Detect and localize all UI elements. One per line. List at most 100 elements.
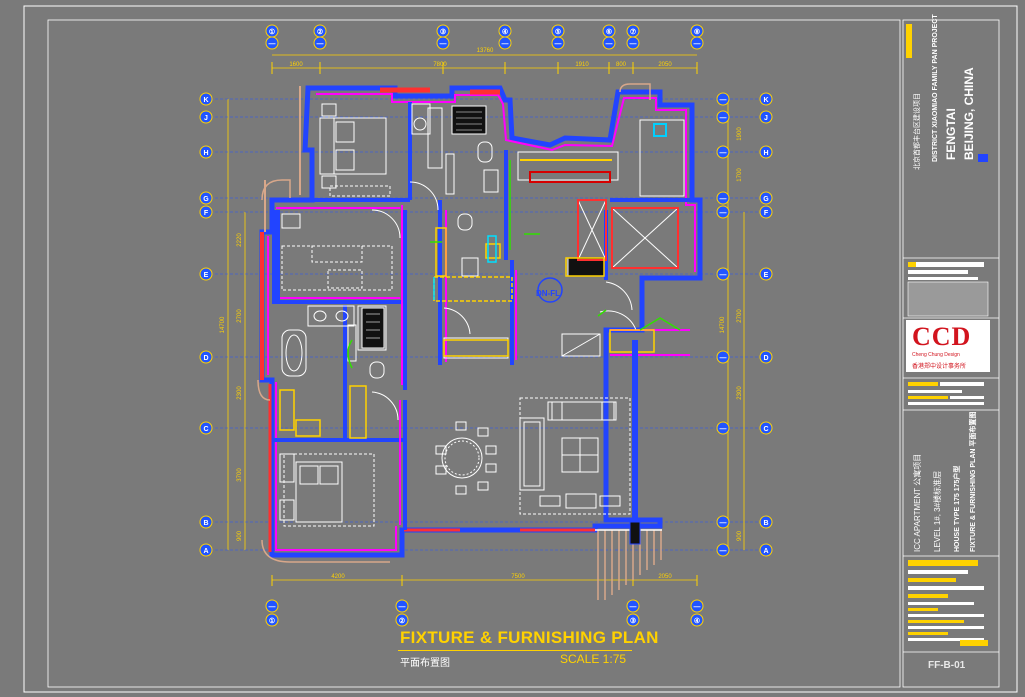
grid-bubble-right: A <box>759 543 773 557</box>
kitchen <box>517 119 685 357</box>
grid-bubble-top-lower: — <box>265 36 279 50</box>
grid-bubble-top-label: ⑤ <box>555 28 561 36</box>
dimension-right-part: 900 <box>737 530 743 541</box>
dimension-top-part: 1910 <box>575 62 589 68</box>
grid-bubble-left: G <box>199 191 213 205</box>
drawing-frame <box>47 19 901 688</box>
grid-bubble-right-inner: — <box>716 145 730 159</box>
grid-bubble-top-label: ② <box>317 28 323 36</box>
grid-bubble-top: ③ <box>436 24 450 38</box>
grid-bubble-top: ⑦ <box>626 24 640 38</box>
grid-bubble-top: ⑤ <box>551 24 565 38</box>
grid-bubbles: ①—②—③—④—⑤—⑥—⑦—⑧——①—②—③—④K—KJ—JH—HG—GF—FE… <box>199 24 773 627</box>
dimension-left-part: 3700 <box>237 468 243 482</box>
grid-bubble-top-lower: — <box>626 36 640 50</box>
dimension-left-part: 2300 <box>237 386 243 400</box>
grid-bubble-right-inner: — <box>716 92 730 106</box>
dimension-left-total: 14700 <box>220 316 226 333</box>
dimension-right-part: 1900 <box>737 127 743 141</box>
dimension-right-part: 1700 <box>737 168 743 182</box>
dimension-ticks <box>271 62 698 586</box>
left-column <box>272 210 280 300</box>
dimension-left-part: 2220 <box>237 233 243 247</box>
grid-bubble-top-label: ③ <box>440 28 446 36</box>
grid-bubble-top-lower: — <box>436 36 450 50</box>
grid-bubble-left: E <box>199 267 213 281</box>
grid-bubble-bottom: ④ <box>690 613 704 627</box>
grid-bubble-right: C <box>759 421 773 435</box>
title-block-yellow-bar <box>906 24 912 58</box>
grid-bubble-top-lower: — <box>498 36 512 50</box>
bottom-column <box>629 521 641 545</box>
plan-name-text: FIXTURE & FURNISHING PLAN 平面布置图 <box>970 411 977 552</box>
grid-bubble-right-inner: — <box>716 515 730 529</box>
house-type-text: HOUSE TYPE 175 175户型 <box>954 465 961 552</box>
sheet-border <box>23 5 1018 693</box>
title-block-stripes <box>908 382 988 646</box>
grid-bubble-right-inner-label: — <box>720 520 727 527</box>
grid-bubble-right-label: D <box>763 355 768 362</box>
project-text: DISTRICT XIAOMIAO FAMILY PAN PROJECT <box>932 14 939 162</box>
grid-bubble-right-inner: — <box>716 421 730 435</box>
grid-bubble-bottom-upper-label: — <box>694 604 701 611</box>
grid-bubble-left-label: D <box>203 355 208 362</box>
grid-bubble-bottom-upper: — <box>626 599 640 613</box>
company-name: CCD <box>912 322 972 351</box>
grid-bubble-top-label: ④ <box>502 28 508 36</box>
dimension-right-total: 14700 <box>720 316 726 333</box>
grid-bubble-right-label: G <box>763 196 769 203</box>
company-cn: 香港郑中设计事务所 <box>912 363 967 370</box>
grid-bubble-right-label: H <box>763 150 768 157</box>
dark-grids <box>366 111 482 339</box>
grid-bubble-right-label: B <box>763 520 768 527</box>
grid-bubble-right-inner-label: — <box>720 426 727 433</box>
grid-bubble-top: ① <box>265 24 279 38</box>
grid-bubble-top-lower-label: — <box>630 41 637 48</box>
grid-bubble-right-inner: — <box>716 350 730 364</box>
dimension-top-part: 800 <box>616 62 627 68</box>
grid-bubble-right-label: F <box>764 210 769 217</box>
company-subtitle: Cheng Chung Design <box>912 352 960 358</box>
location-fengtai: FENGTAI <box>944 108 958 160</box>
grid-bubble-bottom: ② <box>395 613 409 627</box>
grid-bubble-right: B <box>759 515 773 529</box>
grid-bubble-top-lower-label: — <box>269 41 276 48</box>
apartment-text: ICC APARTMENT 公寓项目 <box>913 453 922 552</box>
grid-bubble-left: H <box>199 145 213 159</box>
grid-bubble-bottom-label: ③ <box>630 617 636 625</box>
grid-bubble-left-label: K <box>203 97 208 104</box>
grid-bubble-bottom-upper: — <box>265 599 279 613</box>
grid-bubble-right-inner-label: — <box>720 210 727 217</box>
title-underline <box>398 650 632 651</box>
cyan-accents <box>433 235 563 303</box>
bath-fixtures <box>369 141 499 379</box>
grid-bubble-bottom-upper-label: — <box>399 604 406 611</box>
grid-bubble-top-label: ① <box>269 28 275 36</box>
grid-bubble-left-label: A <box>203 548 208 555</box>
grid-bubble-top-lower: — <box>313 36 327 50</box>
grid-bubble-right-label: E <box>764 272 769 279</box>
grid-bubble-bottom-label: ④ <box>694 617 700 625</box>
grid-bubble-top-label: ⑥ <box>606 28 612 36</box>
grid-bubble-left: B <box>199 515 213 529</box>
grid-bubble-right-label: J <box>764 115 768 122</box>
title-block-white-box <box>907 281 989 317</box>
grid-bubble-right-inner: — <box>716 543 730 557</box>
grid-bubble-top-lower: — <box>690 36 704 50</box>
title-block-frame <box>902 19 1000 688</box>
grid-bubble-top-lower-label: — <box>502 41 509 48</box>
location-beijing: BEIJING, CHINA <box>962 67 976 160</box>
grid-bubble-right-inner: — <box>716 191 730 205</box>
grid-bubble-right: D <box>759 350 773 364</box>
grid-bubble-top-lower: — <box>551 36 565 50</box>
green-accents <box>347 160 681 369</box>
grid-bubble-right-inner-label: — <box>720 272 727 279</box>
dimension-top-part: 2050 <box>658 62 672 68</box>
interior-walls-magenta <box>276 205 690 525</box>
grid-bubble-bottom-upper-label: — <box>269 604 276 611</box>
grid-bubble-right-inner-label: — <box>720 97 727 104</box>
grid-bubble-top: ④ <box>498 24 512 38</box>
level-text: LEVEL 1#, 3#楼标准层 <box>933 470 942 552</box>
grid-bubble-right-inner-label: — <box>720 150 727 157</box>
